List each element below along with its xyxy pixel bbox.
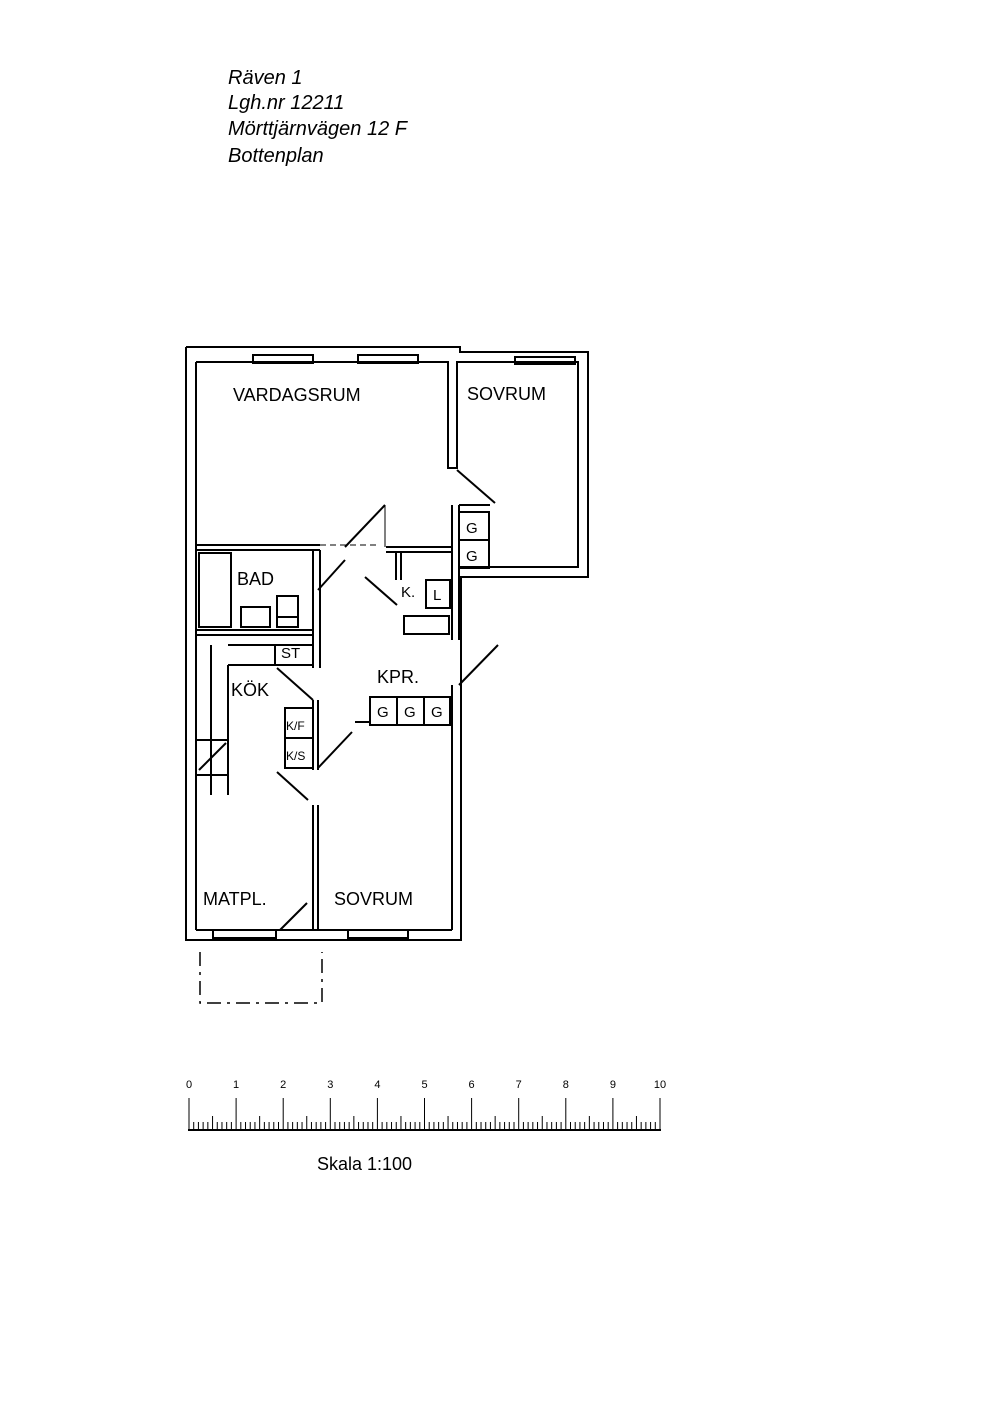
scale-label: Skala 1:100 bbox=[317, 1154, 413, 1174]
scale-tick-label: 6 bbox=[469, 1079, 475, 1091]
walls bbox=[185, 346, 589, 941]
label-fridge: K/F bbox=[286, 719, 305, 733]
scale-bar: 0 1 2 3 4 5 6 7 8 9 10 bbox=[186, 1079, 666, 1131]
wardrobe-g: G bbox=[377, 704, 389, 721]
room-label-kok: KÖK bbox=[231, 680, 269, 700]
scale-tick-label: 5 bbox=[421, 1079, 427, 1091]
room-label-sovrum-2: SOVRUM bbox=[334, 889, 413, 909]
room-label-bad: BAD bbox=[237, 569, 274, 589]
scale-tick-label: 8 bbox=[563, 1079, 569, 1091]
property-name: Räven 1 bbox=[228, 67, 303, 89]
wardrobe-g: G bbox=[466, 520, 478, 537]
label-freezer: K/S bbox=[286, 749, 305, 763]
scale-tick-label: 2 bbox=[280, 1079, 286, 1091]
label-l: L bbox=[433, 587, 441, 604]
room-label-vardagsrum: VARDAGSRUM bbox=[233, 385, 361, 405]
room-label-sovrum-1: SOVRUM bbox=[467, 384, 546, 404]
label-st: ST bbox=[281, 645, 300, 662]
room-label-kpr: KPR. bbox=[377, 667, 419, 687]
label-k: K. bbox=[401, 584, 415, 601]
room-label-matpl: MATPL. bbox=[203, 889, 267, 909]
wardrobe-g: G bbox=[404, 704, 416, 721]
address: Mörttjärnvägen 12 F bbox=[228, 118, 407, 140]
floor-name: Bottenplan bbox=[228, 145, 324, 167]
terrace-outline bbox=[199, 952, 323, 1004]
scale-tick-label: 10 bbox=[654, 1079, 666, 1091]
wardrobe-g: G bbox=[466, 548, 478, 565]
apartment-number: Lgh.nr 12211 bbox=[228, 92, 345, 114]
wardrobe-g: G bbox=[431, 704, 443, 721]
scale-tick-label: 3 bbox=[327, 1079, 333, 1091]
scale-tick-label: 0 bbox=[186, 1079, 192, 1091]
scale-tick-label: 4 bbox=[374, 1079, 380, 1091]
scale-tick-label: 1 bbox=[233, 1079, 239, 1091]
scale-tick-label: 7 bbox=[516, 1079, 522, 1091]
scale-tick-label: 9 bbox=[610, 1079, 616, 1091]
